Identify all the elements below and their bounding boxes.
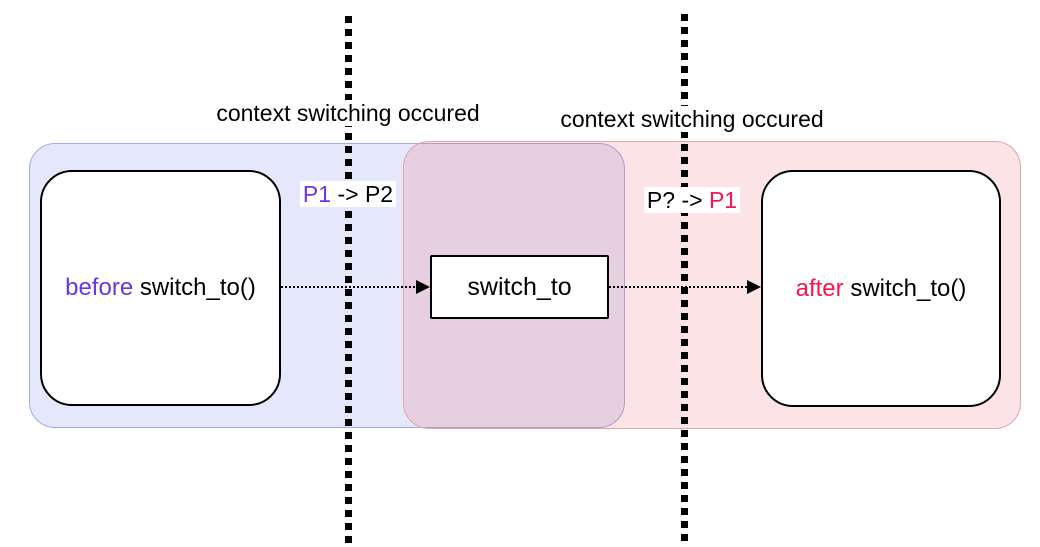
- process-box-after-label: after switch_to(): [796, 275, 967, 303]
- process-box-before-label: before switch_to(): [65, 274, 256, 302]
- transition-from: P1: [302, 181, 332, 207]
- annotation-context-switch-right: context switching occured P? -> P1: [532, 52, 852, 268]
- transition-separator: ->: [675, 187, 709, 213]
- transition-separator: ->: [331, 181, 365, 207]
- arrow-right-head-icon: [747, 280, 761, 294]
- after-rest-text: switch_to(): [843, 274, 967, 302]
- before-emphasis-text: before: [65, 274, 134, 301]
- transition-to: P2: [364, 181, 394, 207]
- annotation-left-title: context switching occured: [188, 100, 508, 127]
- context-switch-line-right: [681, 14, 688, 543]
- annotation-right-transition: P? -> P1: [532, 187, 852, 214]
- annotation-left-transition: P1 -> P2: [188, 181, 508, 208]
- transition-from: P?: [646, 187, 676, 213]
- after-emphasis-text: after: [795, 274, 844, 302]
- annotation-context-switch-left: context switching occured P1 -> P2: [188, 46, 508, 262]
- transition-to: P1: [708, 187, 738, 213]
- context-switch-line-left: [345, 16, 352, 543]
- process-box-switch: switch_to: [430, 255, 609, 319]
- process-box-after: after switch_to(): [761, 170, 1001, 407]
- before-rest-text: switch_to(): [133, 274, 256, 301]
- arrow-right-head-icon: [416, 280, 430, 294]
- switch-label: switch_to: [467, 272, 572, 301]
- connector-switch-to-after: [609, 286, 748, 288]
- connector-before-to-switch: [281, 286, 417, 288]
- process-box-before: before switch_to(): [40, 170, 281, 406]
- annotation-right-title: context switching occured: [532, 106, 852, 133]
